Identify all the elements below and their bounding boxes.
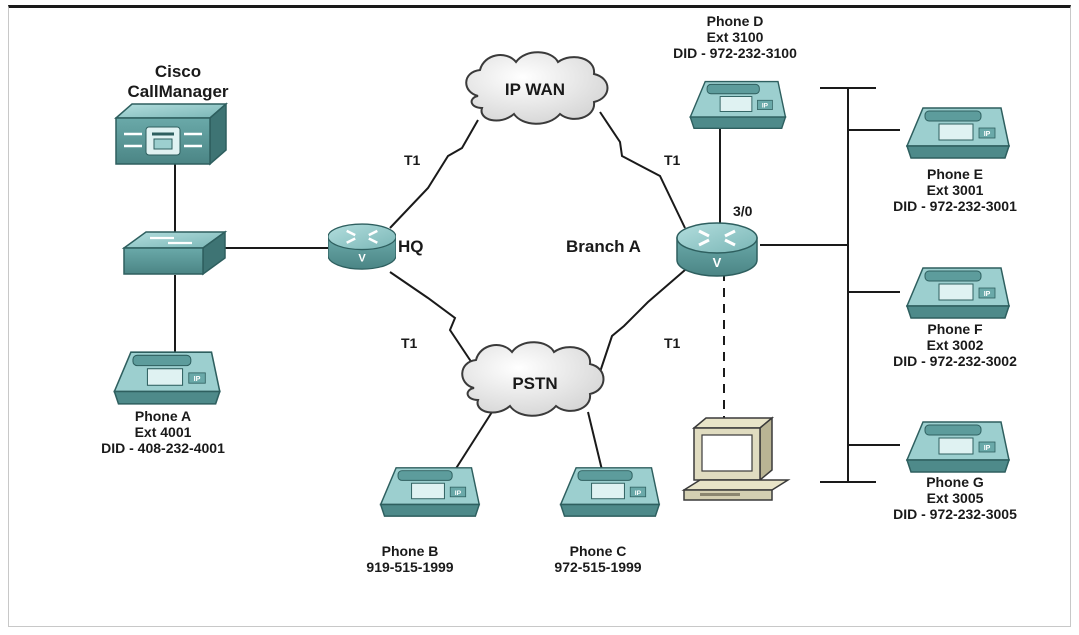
phone-a-icon (113, 351, 221, 405)
ip-wan-label: IP WAN (504, 80, 566, 99)
callmanager-label-line2: CallManager (127, 82, 229, 101)
pstn-cloud-icon (461, 341, 605, 417)
link-pstn-phone-b (454, 411, 493, 471)
hq-router-label: HQ (398, 237, 424, 256)
phone-c-name: Phone C (569, 543, 627, 559)
phone-a-label: Phone A Ext 4001 DID - 408-232-4001 (78, 408, 248, 456)
phone-g-icon (906, 421, 1010, 473)
phone-b-icon (379, 467, 480, 517)
link-branch-pstn (599, 269, 686, 373)
link-branch-ipwan (599, 111, 686, 229)
pstn-label: PSTN (512, 374, 558, 393)
phone-d-label: Phone D Ext 3100 DID - 972-232-3100 (650, 13, 820, 61)
callmanager-label: Cisco CallManager (118, 62, 238, 102)
callmanager-server-icon (114, 102, 228, 166)
t1-label-branch-pstn: T1 (664, 335, 681, 351)
connection-lines (174, 87, 900, 483)
branch-router-icon (676, 222, 758, 278)
pc-workstation-icon (681, 416, 791, 501)
hq-router-icon (328, 222, 396, 271)
phone-f-did: DID - 972-232-3002 (893, 353, 1017, 369)
t1-label-hq-pstn: T1 (401, 335, 418, 351)
branch-router-label: Branch A (566, 237, 641, 256)
link-hq-pstn (389, 271, 479, 373)
phone-f-ext: Ext 3002 (926, 337, 984, 353)
phone-a-name: Phone A (134, 408, 192, 424)
phone-f-icon (906, 267, 1010, 319)
switch-icon (121, 230, 228, 276)
phone-g-name: Phone G (926, 474, 984, 490)
phone-d-icon (689, 80, 787, 129)
phone-d-name: Phone D (706, 13, 764, 29)
t1-label-hq-wan: T1 (404, 152, 421, 168)
phone-b-label: Phone B 919-515-1999 (350, 543, 470, 575)
phone-c-number: 972-515-1999 (554, 559, 642, 575)
link-hq-ipwan (389, 119, 479, 229)
phone-f-name: Phone F (927, 321, 983, 337)
phone-b-number: 919-515-1999 (366, 559, 454, 575)
phone-d-ext: Ext 3100 (706, 29, 764, 45)
phone-g-did: DID - 972-232-3005 (893, 506, 1017, 522)
phone-d-did: DID - 972-232-3100 (673, 45, 797, 61)
phone-g-label: Phone G Ext 3005 DID - 972-232-3005 (870, 474, 1040, 522)
phone-e-icon (906, 107, 1010, 159)
phone-g-ext: Ext 3005 (926, 490, 984, 506)
phone-b-name: Phone B (381, 543, 439, 559)
callmanager-label-line1: Cisco (154, 62, 202, 81)
phone-a-ext: Ext 4001 (134, 424, 192, 440)
t1-label-branch-wan: T1 (664, 152, 681, 168)
phone-e-label: Phone E Ext 3001 DID - 972-232-3001 (870, 166, 1040, 214)
phone-e-name: Phone E (926, 166, 983, 182)
phone-f-label: Phone F Ext 3002 DID - 972-232-3002 (870, 321, 1040, 369)
link-pstn-phone-c (587, 411, 603, 471)
phone-e-ext: Ext 3001 (926, 182, 984, 198)
branch-port-label: 3/0 (733, 203, 753, 219)
ip-wan-cloud-icon (465, 51, 609, 125)
phone-a-did: DID - 408-232-4001 (101, 440, 225, 456)
phone-c-label: Phone C 972-515-1999 (538, 543, 658, 575)
phone-c-icon (559, 467, 660, 517)
phone-e-did: DID - 972-232-3001 (893, 198, 1017, 214)
